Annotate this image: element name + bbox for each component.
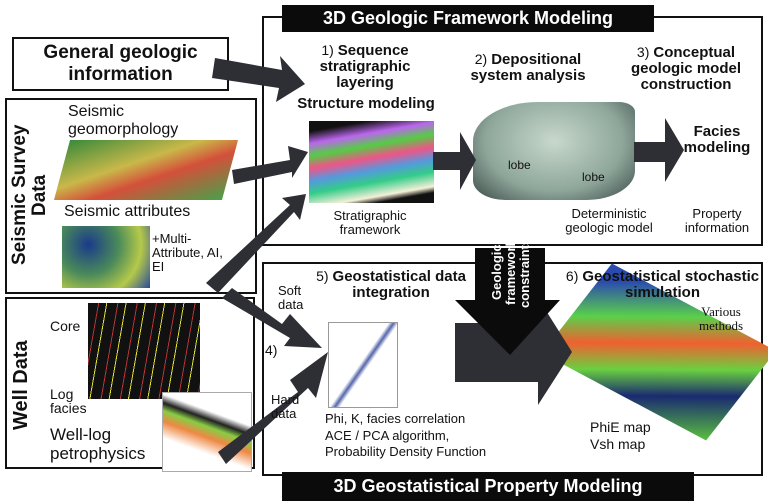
scatter-plot-image (328, 322, 398, 408)
step4-number: 4) (265, 342, 278, 358)
phie-map-label: PhiE map (590, 419, 651, 435)
step2-heading: 2)Depositional system analysis (448, 51, 608, 84)
seismic-title: Seismic Survey Data (9, 124, 50, 266)
lobe-label-1: lobe (508, 158, 531, 172)
step3-heading: 3)Conceptual geologic model construction (610, 44, 762, 93)
constraints-arrow (455, 248, 560, 355)
various-methods-label: Various methods (698, 304, 744, 333)
soft-data-label: Soft data (278, 283, 304, 312)
seismic-geomorphology-label: Seismic geomorphology (68, 103, 179, 138)
step3-number: 3) (636, 44, 650, 60)
constraints-label: Geologic framework constraints (489, 237, 532, 308)
arrow-seismic-soft-data (222, 288, 322, 348)
step1-heading: 1)Sequence stratigraphic layering (290, 42, 440, 91)
hard-data-label: Hard data (271, 392, 300, 421)
step5-line3: Probability Density Function (325, 444, 487, 459)
step1-caption: Stratigraphic framework (333, 208, 407, 237)
step2-caption: Deterministic geologic model (565, 206, 653, 235)
step3-caption: Property information (684, 206, 750, 235)
arrow-step2-to-step3 (634, 118, 684, 182)
framework-title-bar: 3D Geologic Framework Modeling (282, 5, 654, 32)
arrow-seismic-to-step1 (232, 146, 308, 184)
step5-number: 5) (316, 268, 329, 284)
vsh-map-label: Vsh map (590, 436, 646, 452)
step5-line2: ACE / PCA algorithm, (325, 428, 450, 443)
step5-heading: 5)Geostatistical data integration (316, 268, 466, 301)
arrow-step1-to-step2 (433, 132, 476, 190)
general-info-box: General geologic information (12, 37, 229, 91)
seismic-attributes-label: Seismic attributes (64, 203, 191, 220)
well-title: Well Data (10, 340, 32, 430)
multi-attribute-label: +Multi-Attribute, AI, EI (152, 231, 223, 274)
step5-title: Geostatistical data integration (332, 268, 466, 301)
step3-subtitle: Facies modeling (683, 123, 751, 156)
step5-line1: Phi, K, facies correlation (325, 411, 466, 426)
petrophysics-label: Well-log petrophysics (50, 425, 146, 463)
step3-title: Conceptual geologic model construction (630, 44, 741, 93)
log-facies-label: Log facies (50, 386, 87, 416)
arrow-general-to-step1 (212, 56, 305, 102)
step1-subtitle: Structure modeling (297, 95, 435, 112)
seismic-attributes-image (62, 226, 150, 288)
step2-title: Depositional system analysis (470, 51, 586, 84)
step6-heading: 6)Geostatistical stochastic simulation (565, 268, 760, 301)
step1-number: 1) (321, 42, 334, 58)
general-info-label: General geologic information (43, 42, 198, 85)
property-title-bar: 3D Geostatistical Property Modeling (282, 472, 694, 501)
core-image (88, 303, 200, 399)
step1-title: Sequence stratigraphic layering (319, 42, 411, 91)
arrow-well-hard-data (218, 352, 328, 464)
lobe-label-2: lobe (582, 170, 605, 184)
arrow-well-to-step1 (206, 194, 306, 293)
stratigraphic-framework-image (309, 121, 434, 203)
core-label: Core (50, 318, 81, 334)
step6-number: 6) (565, 268, 579, 284)
depositional-model-image (473, 102, 635, 200)
step6-title: Geostatistical stochastic simulation (582, 268, 760, 301)
petrophysics-crossplot (162, 392, 252, 472)
step2-number: 2) (474, 51, 488, 67)
